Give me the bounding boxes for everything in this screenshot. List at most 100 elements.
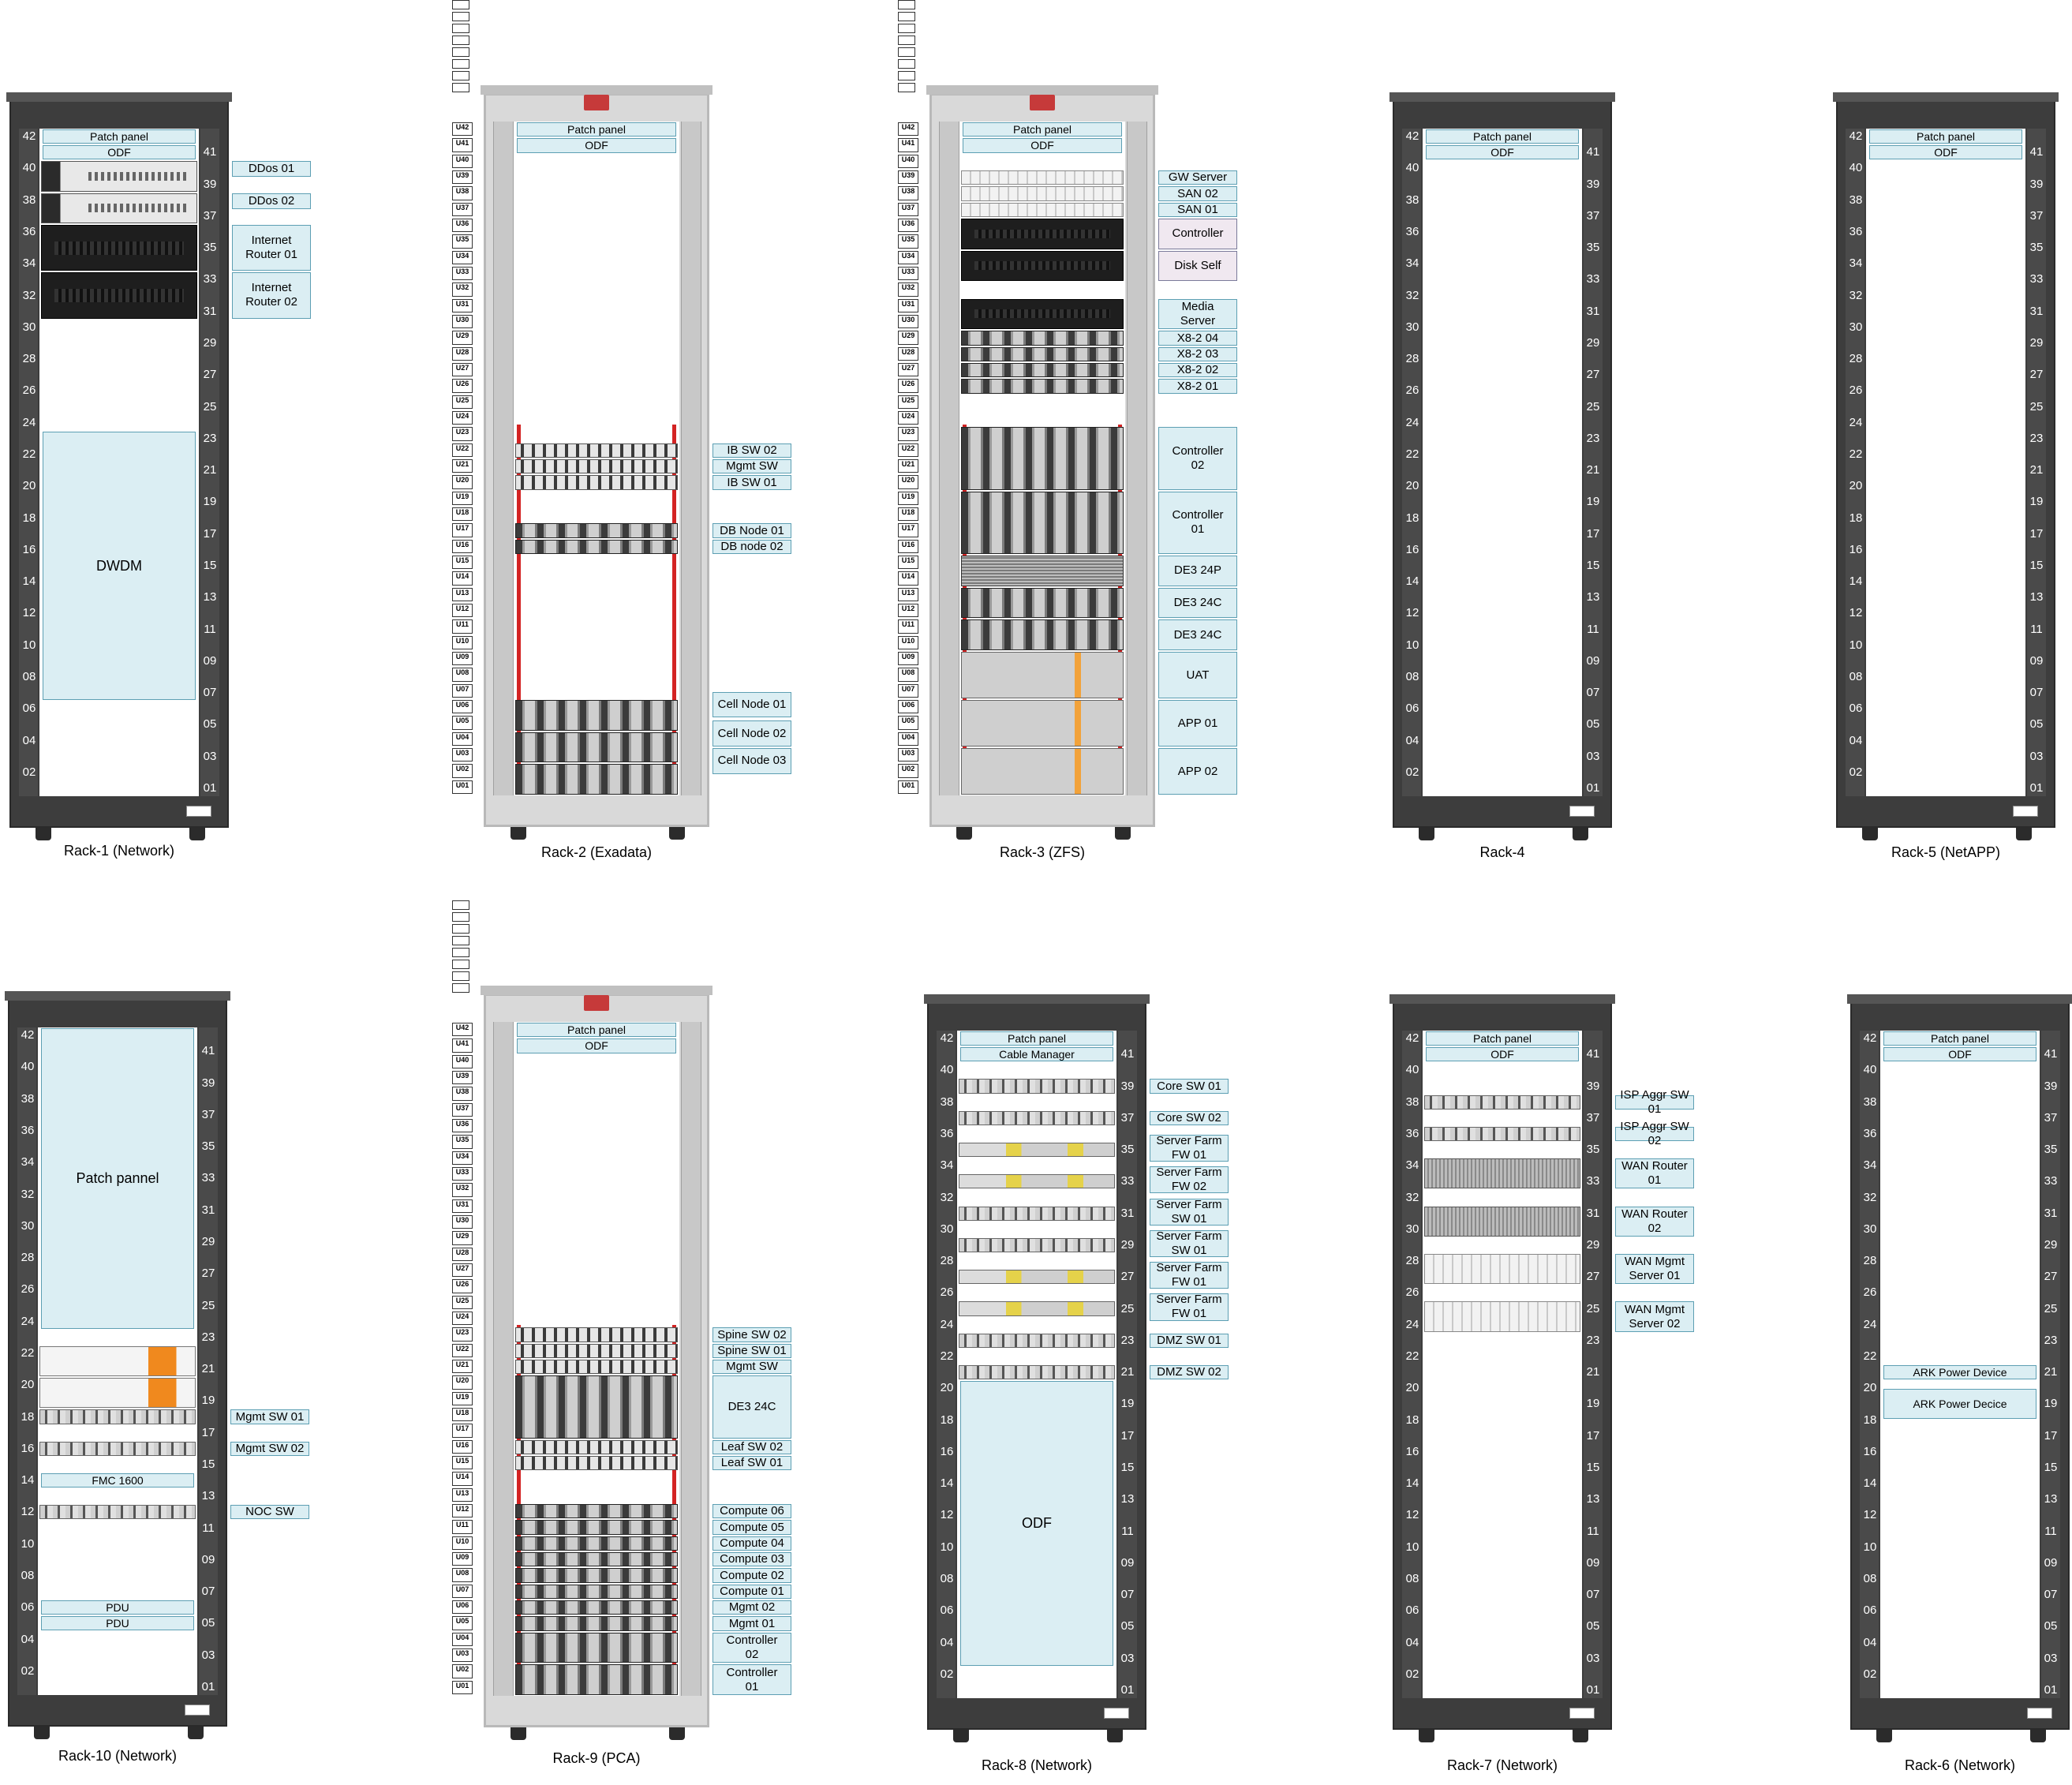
u-position-label: U15 bbox=[452, 1456, 473, 1470]
u-position-label: U16 bbox=[452, 1439, 473, 1454]
rack-unit-number: 28 bbox=[21, 1251, 35, 1265]
u-position-label: U23 bbox=[452, 427, 473, 441]
u-position-label: U14 bbox=[452, 571, 473, 586]
rack-unit-number: 16 bbox=[1405, 1444, 1419, 1458]
rack-unit-number: 29 bbox=[1120, 1237, 1135, 1252]
rack-unit-number: 42 bbox=[1405, 1031, 1419, 1046]
rack-unit-number: 03 bbox=[2044, 1651, 2058, 1665]
rack-device bbox=[959, 1206, 1115, 1221]
u-position-label: U11 bbox=[898, 619, 918, 634]
rack-unit-number: 35 bbox=[203, 241, 217, 255]
rack-unit-number: 21 bbox=[1586, 463, 1600, 477]
device-callout: Mgmt 02 bbox=[712, 1600, 791, 1615]
rack-unit-number: 35 bbox=[1586, 241, 1600, 255]
rack-unit-number: 22 bbox=[940, 1349, 954, 1363]
u-position-label: U06 bbox=[898, 700, 918, 714]
sun-oracle-logo bbox=[584, 995, 609, 1011]
rack-unit-number: 16 bbox=[22, 542, 36, 556]
rack-unit-number: 11 bbox=[1121, 1524, 1134, 1538]
right-rail bbox=[1118, 1031, 1137, 1698]
rack-device-label: Patch panel bbox=[1869, 129, 2022, 144]
rack-foot bbox=[1419, 828, 1435, 840]
rack-unit-number: 32 bbox=[1849, 288, 1863, 302]
rack-unit-number: 06 bbox=[21, 1600, 35, 1615]
left-rail bbox=[493, 1022, 514, 1696]
eaton-logo bbox=[2013, 806, 2038, 817]
rack-unit-number: 13 bbox=[1586, 1492, 1600, 1506]
empty-label-box bbox=[452, 971, 469, 981]
rack-device-label: ARK Power Device bbox=[1883, 1365, 2036, 1380]
rack-device bbox=[959, 1301, 1115, 1316]
rack-unit-number: 12 bbox=[1849, 606, 1863, 620]
device-callout: Spine SW 02 bbox=[712, 1327, 791, 1342]
rack-unit-number: 28 bbox=[1863, 1254, 1877, 1268]
u-position-label: U41 bbox=[452, 138, 473, 152]
rack-unit-number: 20 bbox=[1405, 479, 1419, 493]
u-position-label: U21 bbox=[452, 1360, 473, 1374]
u-position-label: U40 bbox=[452, 1054, 473, 1068]
rack-unit-number: 27 bbox=[2029, 368, 2044, 382]
u-position-label: U17 bbox=[452, 1424, 473, 1438]
rack-device bbox=[961, 652, 1124, 698]
u-position-label: U24 bbox=[452, 1312, 473, 1326]
rack-foot bbox=[668, 827, 685, 840]
rack-unit-number: 33 bbox=[2044, 1174, 2058, 1188]
rack-caption: Rack-1 (Network) bbox=[63, 843, 175, 859]
empty-label-box bbox=[898, 59, 915, 69]
rack-unit-number: 15 bbox=[201, 1457, 215, 1471]
rack-unit-number: 34 bbox=[1405, 256, 1419, 271]
u-position-label: U42 bbox=[452, 1023, 473, 1037]
rack-unit-number: 26 bbox=[940, 1285, 954, 1300]
rack-device bbox=[41, 272, 197, 319]
rack-unit-number: 10 bbox=[21, 1536, 35, 1551]
rack-device bbox=[961, 298, 1124, 330]
empty-label-box bbox=[452, 71, 469, 80]
rack-unit-number: 24 bbox=[1405, 1317, 1419, 1331]
rack-device bbox=[515, 732, 678, 763]
rack-unit-number: 36 bbox=[21, 1123, 35, 1137]
device-callout: Controller bbox=[1158, 219, 1237, 249]
rack-unit-number: 39 bbox=[1586, 1079, 1600, 1093]
rack-unit-number: 14 bbox=[1863, 1476, 1877, 1491]
rack-unit-number: 29 bbox=[201, 1234, 215, 1248]
rack-device bbox=[961, 250, 1124, 282]
rack-unit-number: 19 bbox=[2044, 1397, 2058, 1411]
right-rail bbox=[681, 122, 701, 795]
rack-device bbox=[515, 1664, 678, 1695]
rack-device bbox=[515, 459, 678, 474]
device-callout: WAN Mgmt Server 01 bbox=[1615, 1254, 1694, 1285]
rack-unit-number: 26 bbox=[1405, 384, 1419, 398]
device-callout: DE3 24P bbox=[1158, 556, 1237, 586]
rack-unit-number: 03 bbox=[203, 749, 217, 763]
device-callout: Controller 01 bbox=[712, 1664, 791, 1695]
device-callout: Compute 04 bbox=[712, 1536, 791, 1551]
device-callout: IB SW 01 bbox=[712, 475, 791, 490]
device-callout: IB SW 02 bbox=[712, 443, 791, 458]
rack-unit-number: 40 bbox=[940, 1063, 954, 1077]
rack-unit-number: 39 bbox=[201, 1076, 215, 1090]
rack-device bbox=[515, 1375, 678, 1439]
u-position-label: U36 bbox=[898, 219, 918, 233]
rack-unit-number: 34 bbox=[940, 1158, 954, 1173]
rack-unit-number: 13 bbox=[203, 590, 217, 604]
empty-label-box bbox=[452, 0, 469, 9]
rack-foot bbox=[189, 828, 205, 840]
u-position-label: U38 bbox=[898, 186, 918, 200]
rack-unit-number: 22 bbox=[22, 447, 36, 461]
rack-unit-number: 12 bbox=[1405, 606, 1419, 620]
u-position-label: U12 bbox=[452, 1504, 473, 1518]
rack-device bbox=[959, 1365, 1115, 1380]
right-rail bbox=[200, 129, 219, 796]
u-position-label: U42 bbox=[898, 122, 918, 137]
rack-device bbox=[959, 1237, 1115, 1252]
rack-unit-number: 01 bbox=[1586, 780, 1600, 795]
empty-label-box bbox=[898, 47, 915, 57]
rack-device bbox=[959, 1143, 1115, 1158]
u-position-label: U14 bbox=[452, 1472, 473, 1486]
rack-unit-number: 32 bbox=[1405, 1190, 1419, 1204]
rack-unit-number: 02 bbox=[940, 1667, 954, 1681]
device-callout: Core SW 02 bbox=[1150, 1110, 1229, 1125]
rack-device bbox=[961, 379, 1124, 394]
u-position-label: U10 bbox=[452, 635, 473, 649]
device-callout: DB node 02 bbox=[712, 539, 791, 554]
